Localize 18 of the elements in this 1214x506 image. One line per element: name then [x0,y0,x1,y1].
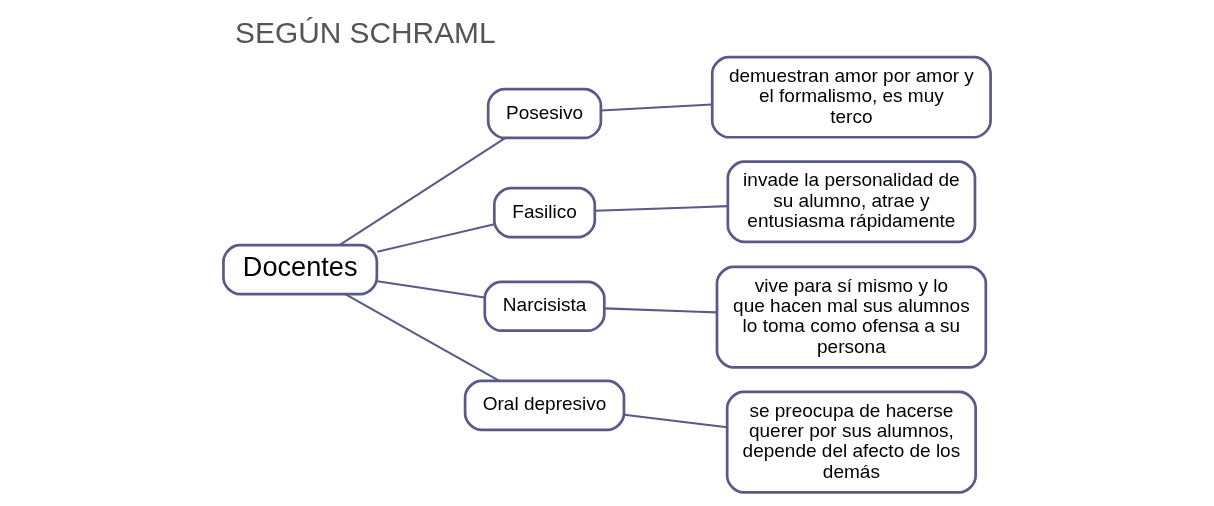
node-box: Oral depresivo [463,379,626,432]
connector [344,293,500,382]
connector [604,307,717,314]
node-box: Narcisista [483,280,606,333]
node-box: invade la personalidad de su alumno, atrae y entusiasma rápidamente [726,160,977,244]
node-box: Docentes [222,243,379,296]
connector [595,205,728,212]
connector [600,103,712,112]
node-box: Posesivo [486,87,603,140]
diagram-title: SEGÚN SCHRAML [235,16,496,50]
connector [339,137,506,246]
connector [377,280,485,299]
node-box: se preocupa de hacerse querer por sus alumnos, depende del afecto de los demás [725,390,977,494]
node-box: vive para sí mismo y lo que hacen mal sus alumnos lo toma como ofensa a su persona [715,265,988,369]
node-box: Fasilico [492,186,597,239]
connector [377,223,495,253]
connector [624,413,728,429]
node-box: demuestran amor por amor y el formalismo, es muy terco [710,55,992,139]
